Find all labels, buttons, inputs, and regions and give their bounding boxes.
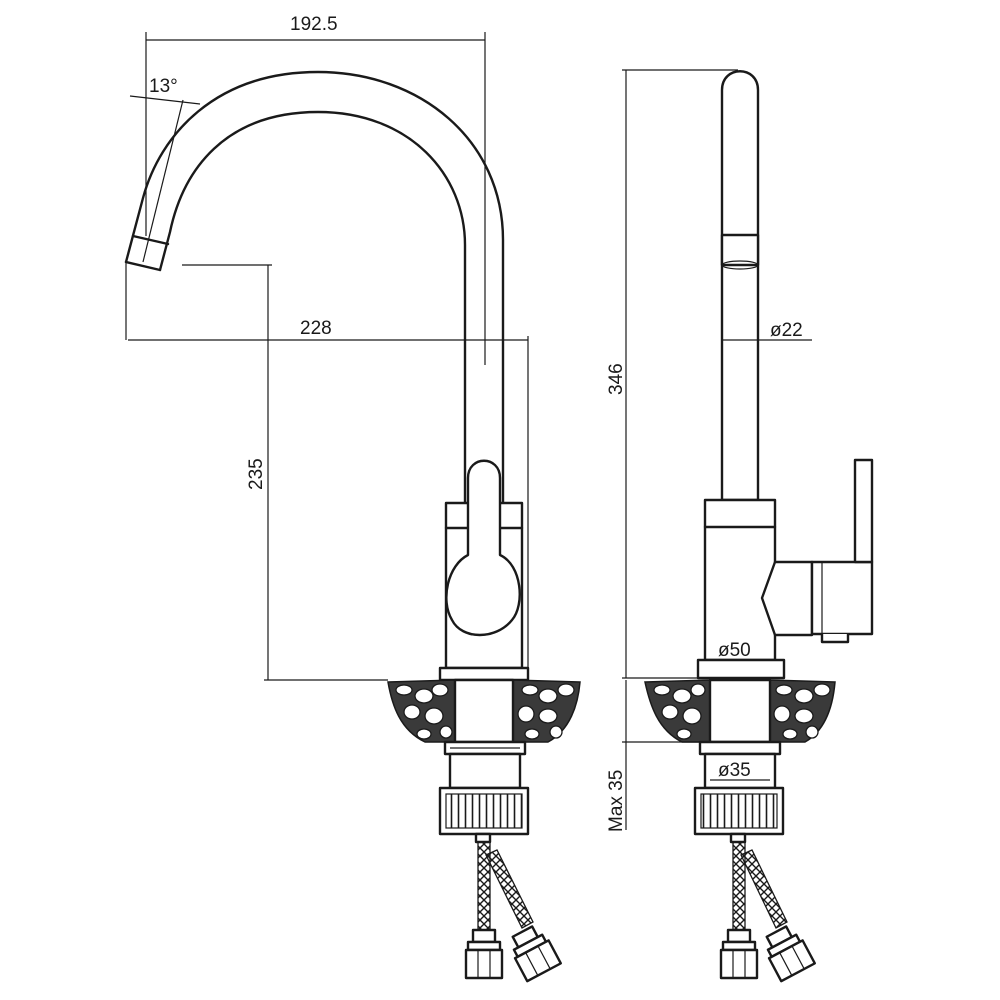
side-body [696, 458, 874, 680]
side-shank [693, 678, 785, 836]
front-countertop [387, 679, 581, 743]
dim-spout-height: 235 [246, 458, 267, 490]
side-view: 346 ø22 ø50 ø35 Max 35 [606, 69, 874, 983]
front-view: 192.5 13° 228 235 [124, 14, 581, 983]
side-spout [720, 70, 760, 502]
dim-spout-angle: 13° [149, 76, 178, 97]
front-shank [438, 678, 530, 836]
front-hoses [464, 832, 563, 983]
dim-spout-reach: 192.5 [290, 14, 338, 35]
dim-overall-height: 346 [606, 363, 627, 395]
side-hoses [719, 832, 817, 983]
dim-spout-diameter: ø22 [770, 320, 803, 341]
side-countertop [644, 679, 836, 743]
dim-base-diameter: ø50 [718, 640, 751, 661]
dim-max-counter-thickness: Max 35 [606, 770, 627, 832]
front-spout [124, 70, 505, 504]
side-dimensions [622, 69, 812, 830]
front-body [438, 459, 530, 682]
dim-overall-width: 228 [300, 318, 332, 339]
dim-shank-diameter: ø35 [718, 760, 751, 781]
front-dimensions [128, 32, 529, 681]
